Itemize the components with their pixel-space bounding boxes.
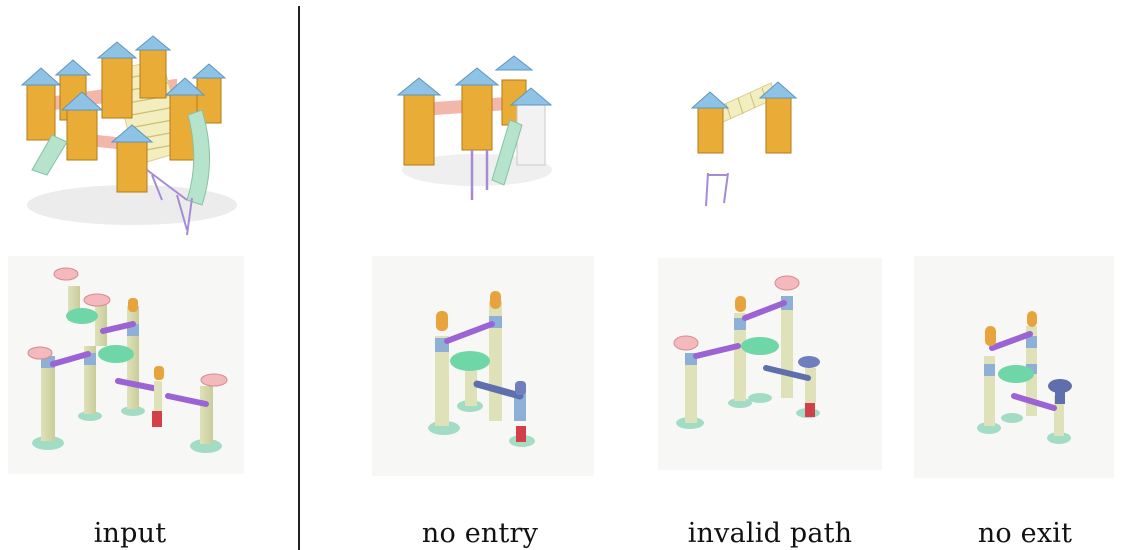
marble-run-no-entry-image: [372, 256, 594, 476]
marble-run-invalid-path-image: [658, 258, 882, 470]
caption-input: input: [93, 518, 167, 549]
caption-no-exit: no exit: [977, 518, 1073, 549]
column-divider: [298, 6, 300, 550]
caption-no-entry: no entry: [421, 518, 539, 549]
marble-run-no-exit-image: [914, 256, 1114, 478]
caption-invalid-path: invalid path: [687, 518, 853, 549]
marble-run-full-image: [8, 256, 244, 474]
playground-bridge-image: [686, 78, 806, 213]
playground-full-image: [12, 30, 247, 240]
playground-partial-image: [392, 50, 562, 210]
